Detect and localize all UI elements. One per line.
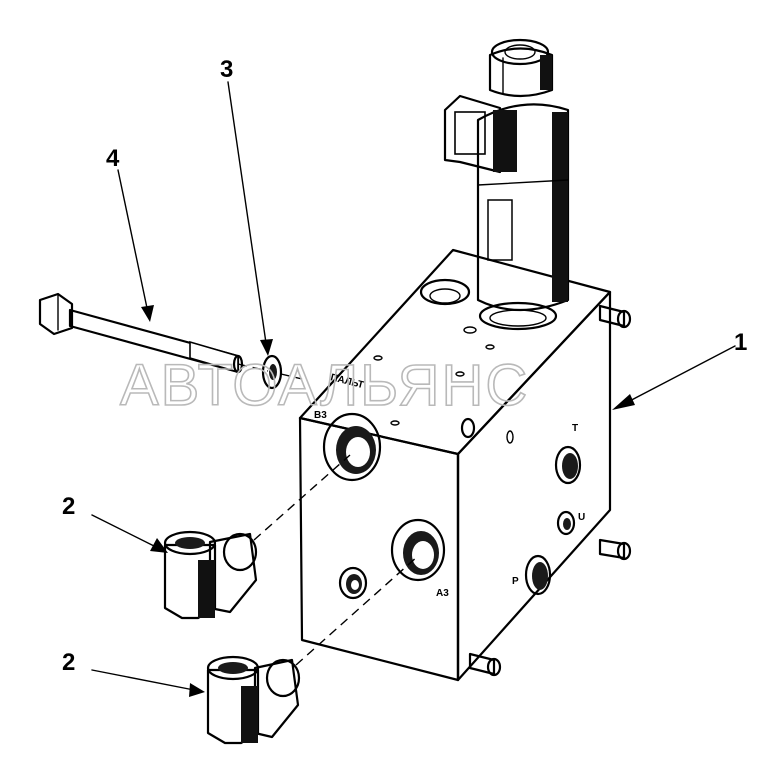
leader-arrow-2-lower: [91, 669, 205, 697]
port-small-front: [338, 566, 368, 600]
port-label-a3: A3: [436, 588, 449, 599]
mounting-stud-middle: [598, 538, 632, 561]
mounting-stud-top: [598, 304, 632, 329]
watermark: АВТОАЛЬЯНС: [120, 353, 529, 418]
assembly-lines: [237, 363, 419, 666]
elbow-fitting-upper: [163, 530, 258, 620]
port-p: [524, 554, 552, 596]
callout-1: 1: [734, 329, 747, 356]
mounting-stud-bottom: [468, 652, 502, 677]
valve-block: [298, 248, 612, 682]
leader-arrow-2-upper: [91, 514, 168, 553]
port-label-t: T: [572, 423, 578, 434]
washer: [261, 354, 283, 390]
port-a3: [390, 518, 446, 582]
port-t: [554, 445, 582, 485]
right-face-hole: [506, 430, 514, 444]
port-b3: [322, 412, 382, 482]
solenoid-valve: [443, 38, 570, 331]
leader-arrow-1: [612, 345, 736, 410]
leader-arrow-4: [117, 169, 154, 322]
port-label-b3: B3: [314, 410, 327, 421]
elbow-fitting-lower: [206, 655, 301, 745]
callout-3: 3: [220, 56, 233, 83]
leader-arrow-3: [227, 81, 273, 356]
block-corner-hole: [460, 417, 476, 439]
port-label-u: U: [578, 512, 585, 523]
port-label-p: P: [512, 576, 519, 587]
callout-4: 4: [106, 145, 120, 172]
block-top-holes: [373, 278, 495, 426]
callout-2-lower: 2: [62, 649, 75, 676]
bolt: [38, 292, 244, 374]
port-u: [556, 510, 576, 536]
callout-2-upper: 2: [62, 493, 75, 520]
